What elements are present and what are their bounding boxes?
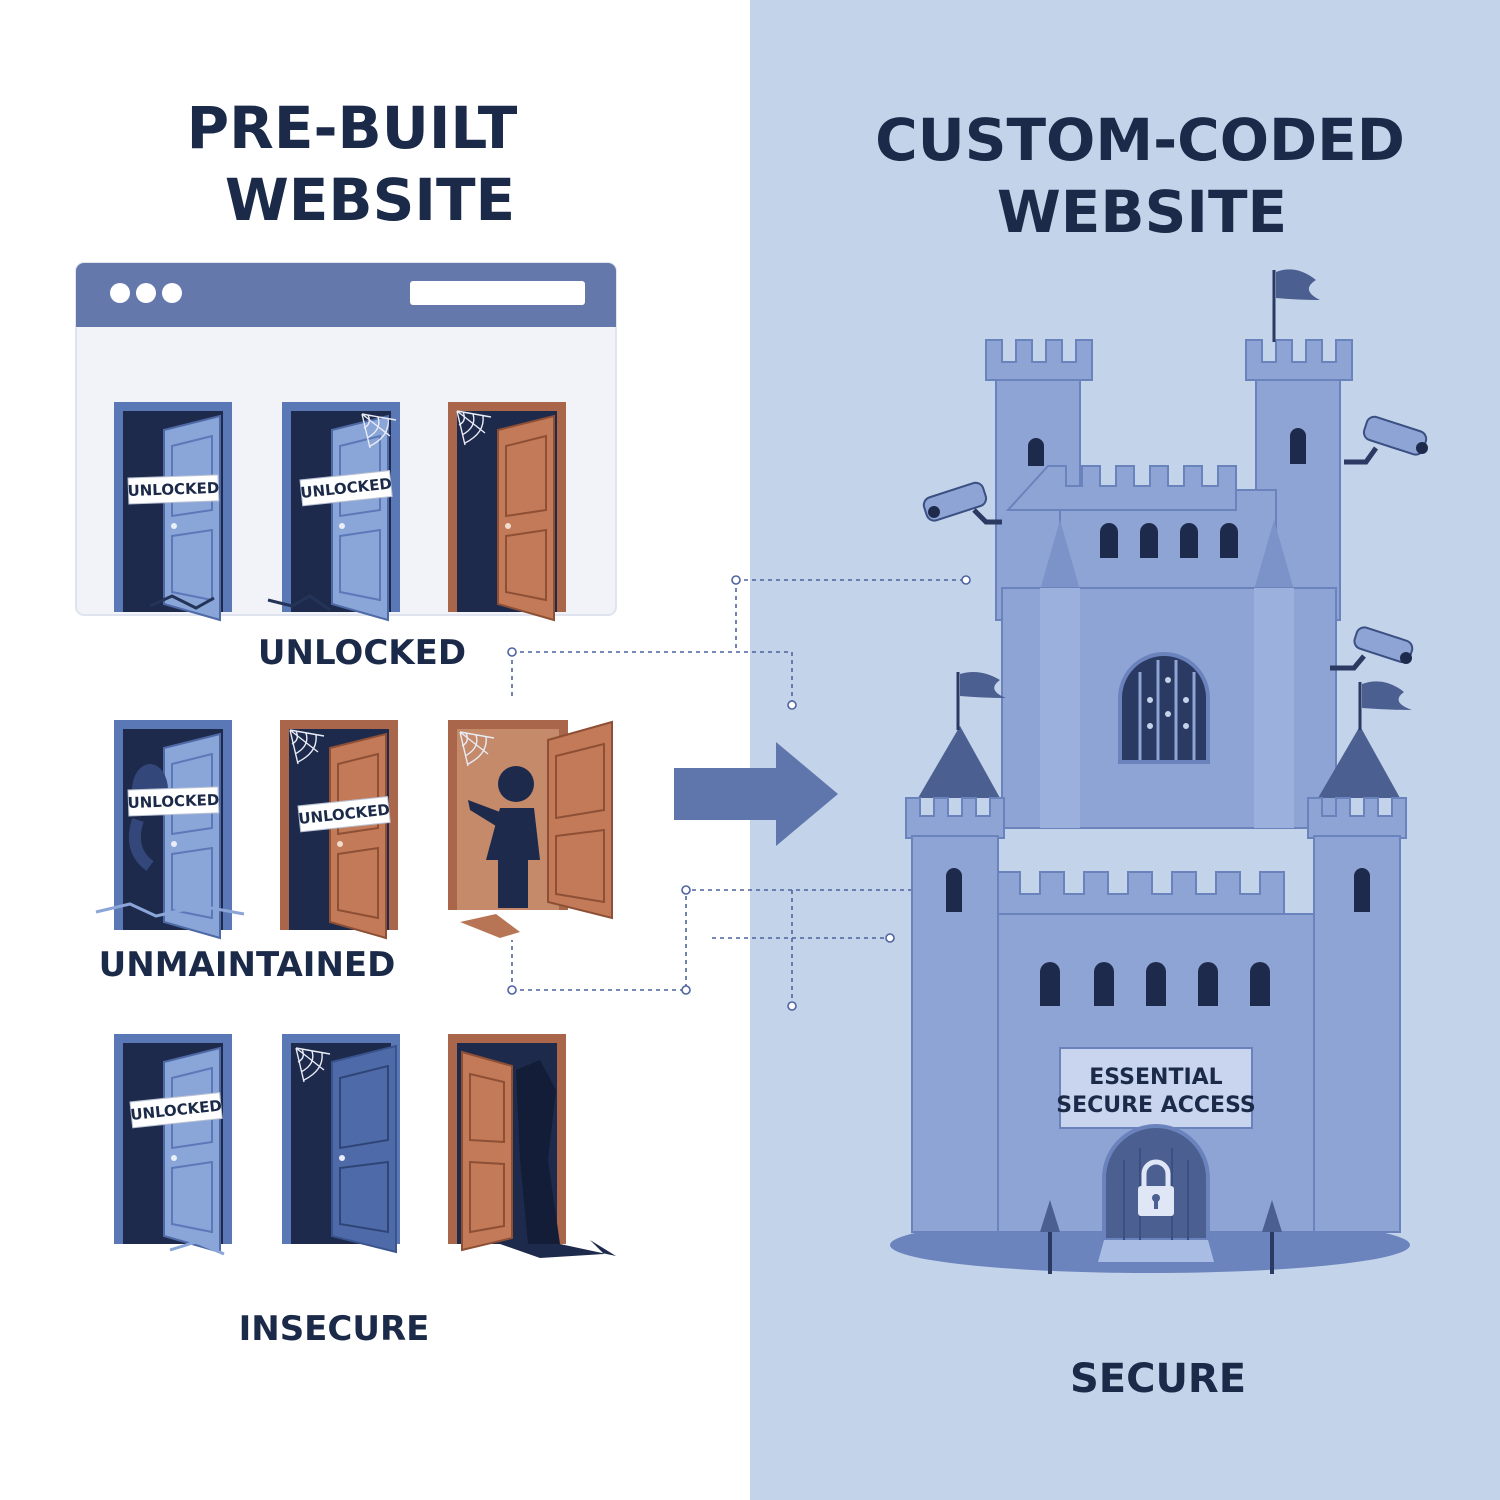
left-front-tower [905,672,1006,1233]
secure-caption: SECURE [1070,1356,1246,1402]
right-title-line1: CUSTOM-CODED [875,106,1405,174]
right-title-line2: WEBSITE [997,178,1287,246]
row-caption-2: UNMAINTAINED [99,945,396,985]
door-row-2: UNLOCKED UNLOCKED [95,719,613,939]
sign-line-1: ESSENTIAL [1089,1065,1222,1090]
open-door-icon [448,720,613,920]
spike-post [1262,1200,1282,1274]
open-door-icon [448,1034,616,1258]
security-camera-icon [1344,415,1428,465]
castle-icon: ESSENTIAL SECURE ACCESS [890,269,1428,1274]
flag-icon [1276,269,1320,300]
secure-access-sign: ESSENTIAL SECURE ACCESS [1056,1047,1256,1129]
window-dot-icon [162,283,182,303]
open-door-icon [447,401,567,621]
left-title-line2: WEBSITE [225,166,515,234]
castle-gate [1098,1124,1214,1262]
row-caption-1: UNLOCKED [258,633,466,673]
row-caption-3: INSECURE [239,1309,430,1349]
address-bar [410,281,585,305]
open-door-icon [113,401,233,621]
intruder-shadow-icon [500,1060,616,1258]
security-camera-icon [1330,626,1414,671]
spike-post [1040,1200,1060,1274]
open-door-icon [282,1034,400,1254]
padlock-icon [1138,1159,1174,1216]
security-camera-icon [922,481,1002,525]
flag-icon [1362,681,1412,710]
connector-lines [511,579,966,1006]
window-dot-icon [136,283,156,303]
right-back-tower [1245,269,1353,621]
open-door-icon [281,401,401,621]
connector-nodes [507,575,971,1011]
left-title-line1: PRE-BUILT [187,94,518,162]
window-dot-icon [110,283,130,303]
central-keep [1001,465,1337,829]
intruder-silhouette-icon [468,766,540,908]
open-door-icon [113,1033,233,1253]
right-front-tower [1307,681,1412,1233]
unlocked-tag: UNLOCKED [127,791,219,812]
open-door-icon [279,719,399,939]
door-row-3: UNLOCKED [113,1033,616,1258]
unlocked-tag: UNLOCKED [127,479,219,500]
arrow-right-icon [674,742,838,846]
door-row-1: UNLOCKED UNLOCKED [113,401,567,621]
sign-line-2: SECURE ACCESS [1056,1093,1256,1118]
flag-icon [960,672,1006,698]
